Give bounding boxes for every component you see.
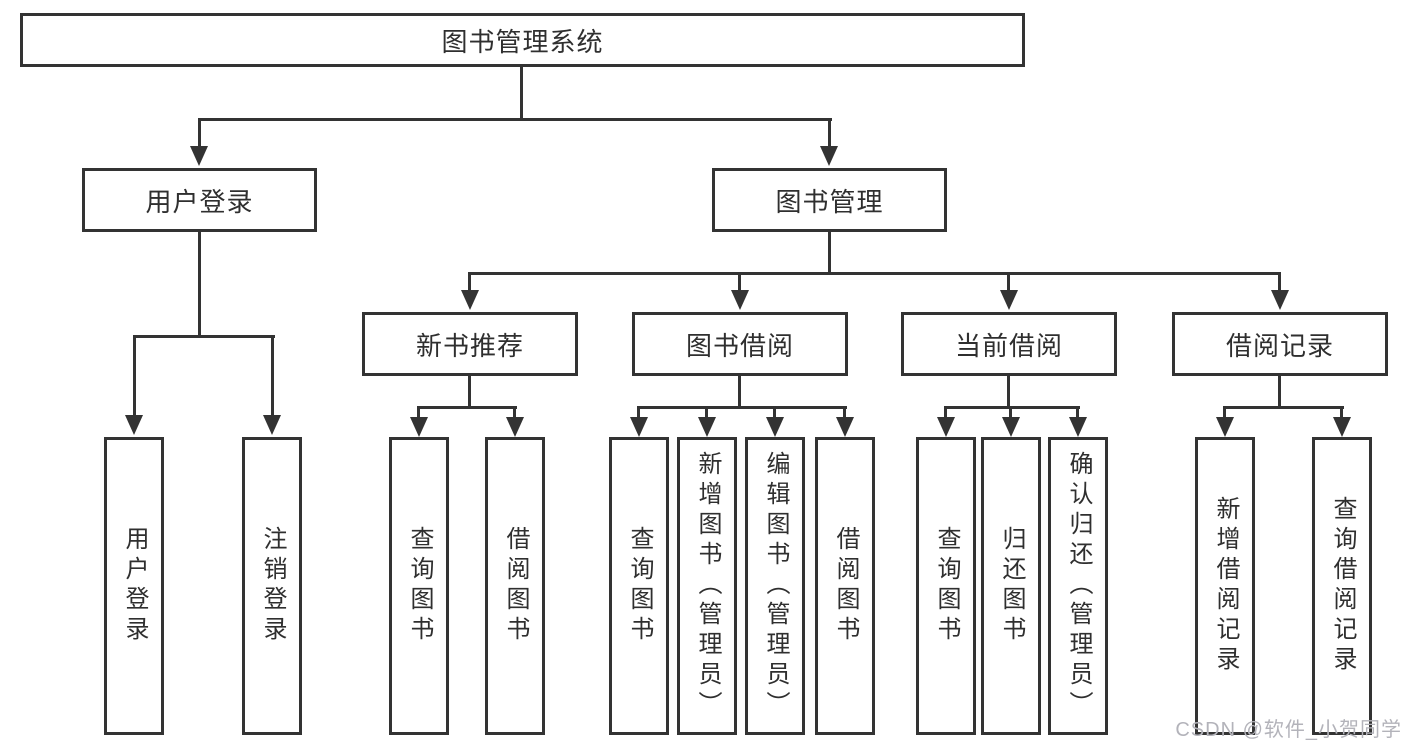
connector-line [1278,376,1281,406]
leaf-query-books-current: 查询图书 [916,437,976,735]
connector-line [1007,376,1010,406]
connector-line [1009,406,1012,417]
node-new-book-recommend: 新书推荐 [362,312,578,376]
arrowhead-down-icon [410,417,428,437]
connector-line [417,406,420,417]
leaf-add-borrow-record: 新增借阅记录 [1195,437,1255,735]
arrowhead-down-icon [506,417,524,437]
arrowhead-down-icon [190,146,208,166]
connector-line [944,406,1080,409]
connector-line [1223,406,1344,409]
leaf-query-borrow-record: 查询借阅记录 [1312,437,1372,735]
connector-line [738,376,741,406]
leaf-user-login: 用户登录 [104,437,164,735]
leaf-confirm-return-admin: 确认归还（管理员） [1048,437,1108,735]
arrowhead-down-icon [125,415,143,435]
connector-line [1223,406,1226,417]
connector-line [133,335,136,415]
arrowhead-down-icon [836,417,854,437]
arrowhead-down-icon [1000,290,1018,310]
connector-line [637,406,640,417]
arrowhead-down-icon [1002,417,1020,437]
leaf-query-books-recommend: 查询图书 [389,437,449,735]
connector-line [637,406,847,409]
connector-line [1340,406,1343,417]
arrowhead-down-icon [937,417,955,437]
connector-line [468,272,1281,275]
arrowhead-down-icon [1333,417,1351,437]
connector-line [198,118,201,146]
connector-line [513,406,516,417]
arrowhead-down-icon [731,290,749,310]
connector-line [1007,272,1010,290]
connector-line [843,406,846,417]
leaf-edit-books-admin: 编辑图书（管理员） [745,437,805,735]
arrowhead-down-icon [820,146,838,166]
connector-line [198,118,832,121]
connector-line [133,335,275,338]
leaf-return-books: 归还图书 [981,437,1041,735]
node-library-management-system: 图书管理系统 [20,13,1025,67]
connector-line [773,406,776,417]
connector-line [417,406,517,409]
connector-line [944,406,947,417]
arrowhead-down-icon [1069,417,1087,437]
arrowhead-down-icon [461,290,479,310]
node-current-borrow: 当前借阅 [901,312,1117,376]
node-user-login: 用户登录 [82,168,317,232]
leaf-query-books-borrow: 查询图书 [609,437,669,735]
connector-line [468,376,471,406]
connector-line [271,335,274,415]
leaf-borrow-books: 借阅图书 [815,437,875,735]
csdn-watermark: CSDN @软件_小贺同学 [1175,719,1402,741]
leaf-logout: 注销登录 [242,437,302,735]
node-book-management: 图书管理 [712,168,947,232]
node-borrow-record: 借阅记录 [1172,312,1388,376]
leaf-add-books-admin: 新增图书（管理员） [677,437,737,735]
leaf-borrow-books-recommend: 借阅图书 [485,437,545,735]
connector-line [738,272,741,290]
arrowhead-down-icon [1271,290,1289,310]
connector-line [705,406,708,417]
arrowhead-down-icon [698,417,716,437]
arrowhead-down-icon [630,417,648,437]
arrowhead-down-icon [263,415,281,435]
connector-line [520,67,523,118]
arrowhead-down-icon [766,417,784,437]
node-book-borrow: 图书借阅 [632,312,848,376]
connector-line [198,232,201,335]
connector-line [1278,272,1281,290]
connector-line [468,272,471,290]
arrowhead-down-icon [1216,417,1234,437]
connector-line [828,118,831,146]
connector-line [828,232,831,272]
connector-line [1076,406,1079,417]
